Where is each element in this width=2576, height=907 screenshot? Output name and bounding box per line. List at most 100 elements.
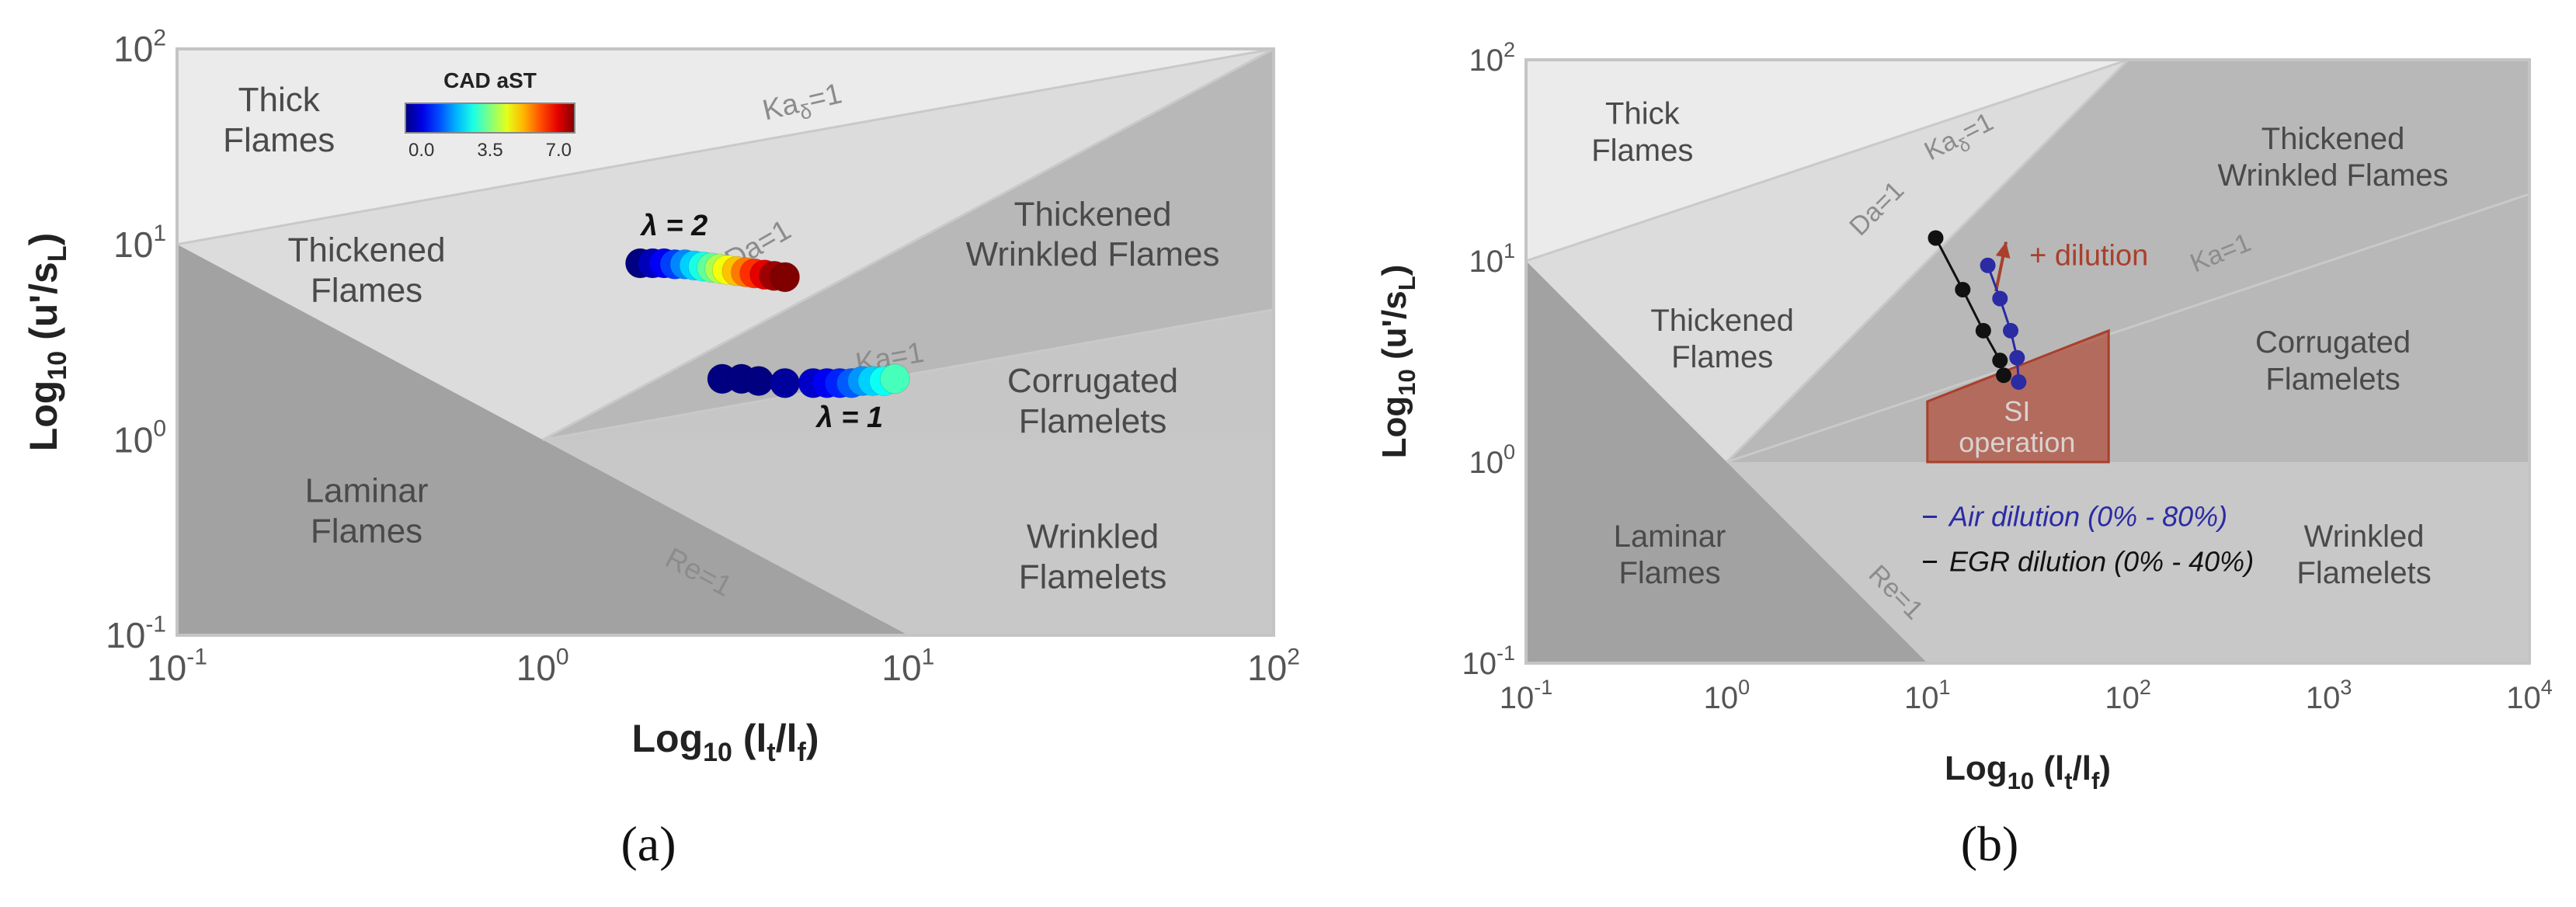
regime-label-line: Flamelets [2265,362,2400,396]
series-point [2009,349,2025,366]
x-tick-base: 10 [1247,648,1287,688]
x-tick-label: 104 [2506,676,2553,715]
x-axis-title: Log10 (lt/lf) [631,717,819,767]
y-axis-title-sub: L [1393,276,1420,290]
x-tick-exponent: 1 [922,644,935,669]
x-tick-base: 10 [1500,681,1535,715]
regime-label-line: Thickened [2261,122,2405,156]
legend-label: EGR dilution (0% - 40%) [1949,546,2254,578]
scatter-point [770,367,801,398]
x-tick-base: 10 [1904,681,1939,715]
laminar-flames-region [177,244,909,635]
regime-label-line: Flames [1671,340,1773,374]
x-axis-title-sub: f [2091,767,2100,794]
regime-label-line: Flames [1618,556,1720,590]
y-tick-label: 100 [113,416,166,460]
scatter-point [743,366,774,397]
colorbar-title: CAD aST [443,68,537,92]
y-axis-title: Log10 (u'/sL) [22,233,72,452]
colorbar-bar [405,103,575,134]
x-tick-base: 10 [881,648,921,688]
y-tick-exponent: 1 [1504,239,1515,262]
y-tick-exponent: 1 [153,221,166,246]
x-axis-title-sub: 10 [2008,767,2034,794]
x-axis-title-part: Log [631,717,703,760]
y-tick-label: 102 [113,25,166,69]
x-axis-title-sub: 10 [703,738,732,767]
y-tick-exponent: -1 [145,611,166,637]
si-operation-label-line: operation [1959,426,2075,458]
boundary-label-sub: δ [798,99,814,125]
colorbar-tick: 3.5 [477,140,502,161]
dilution-arrow-head [1995,242,2011,259]
x-tick-label: 102 [2105,676,2151,715]
series-point [1928,230,1944,246]
x-tick-base: 10 [2306,681,2341,715]
x-tick-label: 101 [1904,676,1951,715]
scatter-point [879,363,910,394]
y-tick-base: 10 [106,615,145,655]
si-operation-label-line: SI [2004,395,2030,427]
colorbar-tick: 0.0 [408,140,434,161]
series-lambda-1: λ = 1 [707,363,910,434]
x-axis-title-part: ) [2099,749,2111,787]
x-tick-label: 100 [1704,676,1750,715]
y-axis-title-sub: L [43,245,72,262]
x-tick-exponent: -1 [1534,676,1552,699]
regime-label-line: Flamelets [1019,402,1167,440]
regime-label-line: Thickened [288,231,446,269]
y-tick-exponent: -1 [1497,641,1515,665]
series-air-dilution [1980,257,2027,390]
series-point [1980,257,1996,273]
x-axis-title-sub: t [767,738,775,767]
si-operation-region [1926,328,2110,464]
x-axis-title-sub: t [2064,767,2072,794]
y-tick-base: 10 [1469,446,1504,480]
series-point [1992,290,2008,307]
regime-label-line: Thickened [1650,304,1794,338]
boundary-label: Kaδ=1 [760,76,846,132]
y-axis-title-part: Log [22,381,65,452]
panel-caption: (a) [621,816,676,871]
x-axis-title-part: (l [2034,749,2064,787]
x-tick-exponent: 4 [2541,676,2553,699]
series-egr-dilution [1928,230,2012,384]
series-label: λ = 1 [815,401,884,434]
y-tick-exponent: 2 [1504,38,1515,61]
x-tick-label: 100 [516,644,569,688]
x-axis-title-part: /l [776,717,798,760]
x-tick-exponent: 2 [2140,676,2151,699]
series-label: λ = 2 [640,210,708,242]
series-point [1996,367,2012,384]
x-tick-exponent: 0 [556,644,569,669]
y-tick-base: 10 [113,419,153,460]
regime-label-line: Thick [1605,97,1681,131]
regime-label-line: Wrinkled [1027,517,1159,555]
series-point [1955,281,1971,297]
y-tick-exponent: 2 [153,25,166,50]
y-tick-base: 10 [1462,647,1497,681]
boundary-label-text: Ka [760,86,801,126]
y-tick-label: 10-1 [1462,641,1515,681]
x-axis-title-part: ) [806,717,819,760]
x-tick-label: 103 [2306,676,2352,715]
da-line [541,49,1274,441]
y-tick-base: 10 [113,224,153,265]
regime-label-line: Flames [1591,134,1693,168]
y-axis-title-part: (u'/s [1375,290,1413,369]
x-tick-exponent: 3 [2340,676,2352,699]
wrinkled-flamelets-region [1726,462,2529,663]
y-tick-label: 100 [1469,440,1515,480]
x-tick-base: 10 [516,648,556,688]
y-tick-label: 102 [1469,38,1515,78]
y-axis-title-part: (u'/s [22,262,65,351]
